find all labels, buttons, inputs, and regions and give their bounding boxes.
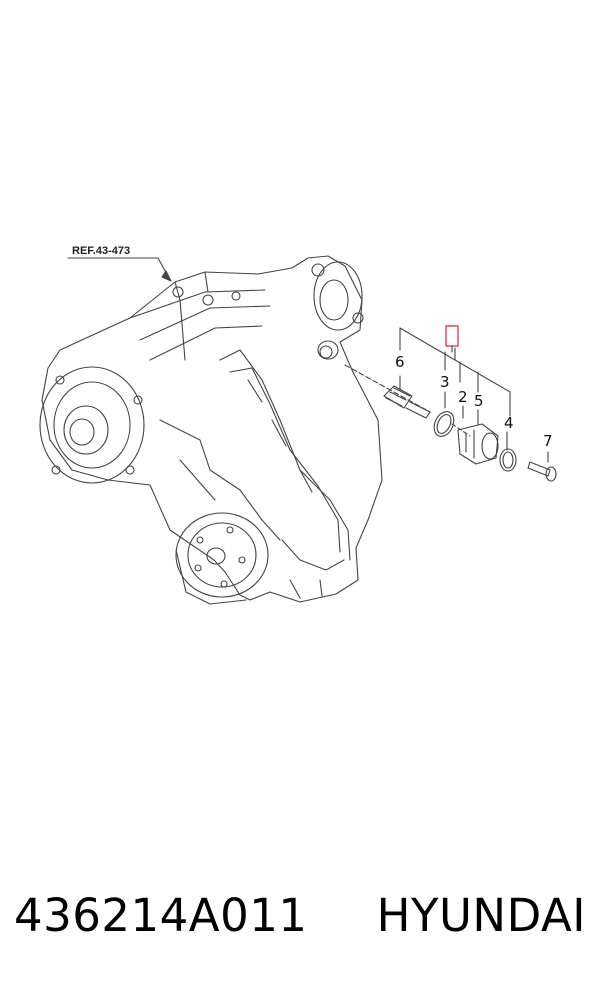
retaining-clip <box>499 448 517 472</box>
highlight-marker <box>445 325 459 347</box>
callout-3: 3 <box>440 373 450 391</box>
transfer-case-housing <box>39 255 383 605</box>
callout-7: 7 <box>543 432 553 450</box>
callout-2: 2 <box>458 388 468 406</box>
brand-name: HYUNDAI <box>376 888 586 942</box>
reference-leader <box>67 257 172 282</box>
o-ring <box>433 411 455 437</box>
reference-label: REF.43-473 <box>72 245 130 257</box>
callout-6: 6 <box>395 353 405 371</box>
callout-5: 5 <box>474 392 484 410</box>
product-caption: 436214A011 HYUNDAI <box>14 880 586 950</box>
mounting-bolt <box>527 461 557 482</box>
callout-leaders <box>344 327 549 463</box>
part-number: 436214A011 <box>14 888 308 942</box>
speed-sensor-gear <box>383 385 431 419</box>
speed-sensor-body <box>457 423 499 465</box>
callout-4: 4 <box>504 414 514 432</box>
